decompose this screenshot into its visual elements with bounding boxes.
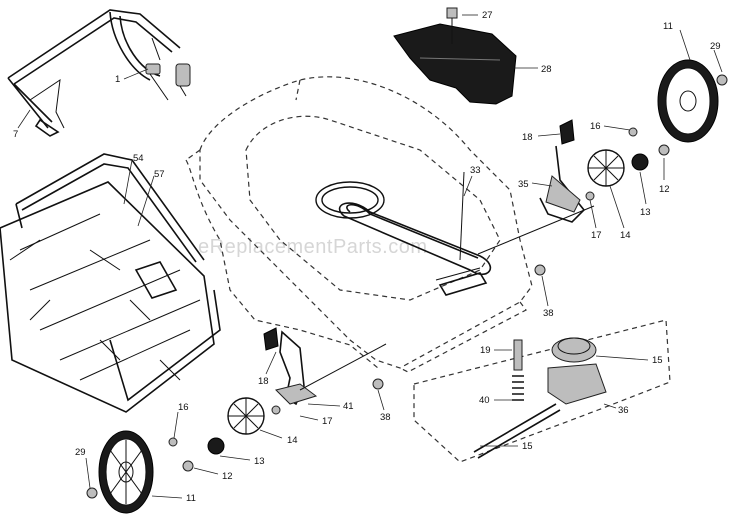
callout-12-right: 12 xyxy=(659,184,670,195)
callout-38-left: 38 xyxy=(380,412,391,423)
callout-14-right: 14 xyxy=(620,230,631,241)
callout-19: 19 xyxy=(480,345,491,356)
callout-16-left: 16 xyxy=(178,402,189,413)
callout-27: 27 xyxy=(482,10,493,21)
callout-35: 35 xyxy=(518,179,529,190)
callout-38-right: 38 xyxy=(543,308,554,319)
rear-cover xyxy=(393,7,517,105)
callout-11-right: 11 xyxy=(663,21,673,32)
callout-17-right: 17 xyxy=(591,230,602,241)
cable-clip xyxy=(145,37,191,101)
callout-40: 40 xyxy=(479,395,490,406)
callout-13-right: 13 xyxy=(640,207,651,218)
grass-bag xyxy=(0,153,221,413)
callout-29-left: 29 xyxy=(75,447,86,458)
callout-41: 41 xyxy=(343,401,354,412)
callout-17-left: 17 xyxy=(322,416,333,427)
transmission xyxy=(413,264,671,463)
watermark: eReplacementParts.com xyxy=(198,236,427,258)
callout-16-right: 16 xyxy=(590,121,601,132)
callout-15-right: 15 xyxy=(652,355,663,366)
callout-33: 33 xyxy=(470,165,481,176)
callout-7: 7 xyxy=(13,129,18,140)
callout-15-left: 15 xyxy=(522,441,533,452)
leader-lines xyxy=(17,14,723,499)
callout-36: 36 xyxy=(618,405,629,416)
callout-54: 54 xyxy=(133,153,144,164)
wheel-right xyxy=(657,59,728,143)
callout-labels: 27 28 11 29 1 7 18 16 12 13 35 33 17 14 … xyxy=(13,10,721,504)
callout-18-right: 18 xyxy=(522,132,533,143)
callout-11-left: 11 xyxy=(186,493,196,504)
drive-belt xyxy=(338,171,492,276)
callout-29-right: 29 xyxy=(710,41,721,52)
callout-13-left: 13 xyxy=(254,456,265,467)
callout-14-left: 14 xyxy=(287,435,298,446)
callout-1: 1 xyxy=(115,74,120,85)
drive-assembly-right xyxy=(477,119,670,255)
callout-18-left: 18 xyxy=(258,376,269,387)
callout-12-left: 12 xyxy=(222,471,233,482)
wheel-left xyxy=(86,430,154,514)
callout-57: 57 xyxy=(154,169,165,180)
mower-deck xyxy=(185,76,533,373)
callout-28: 28 xyxy=(541,64,552,75)
lower-handle xyxy=(7,9,181,137)
drive-assembly-left xyxy=(168,327,387,472)
